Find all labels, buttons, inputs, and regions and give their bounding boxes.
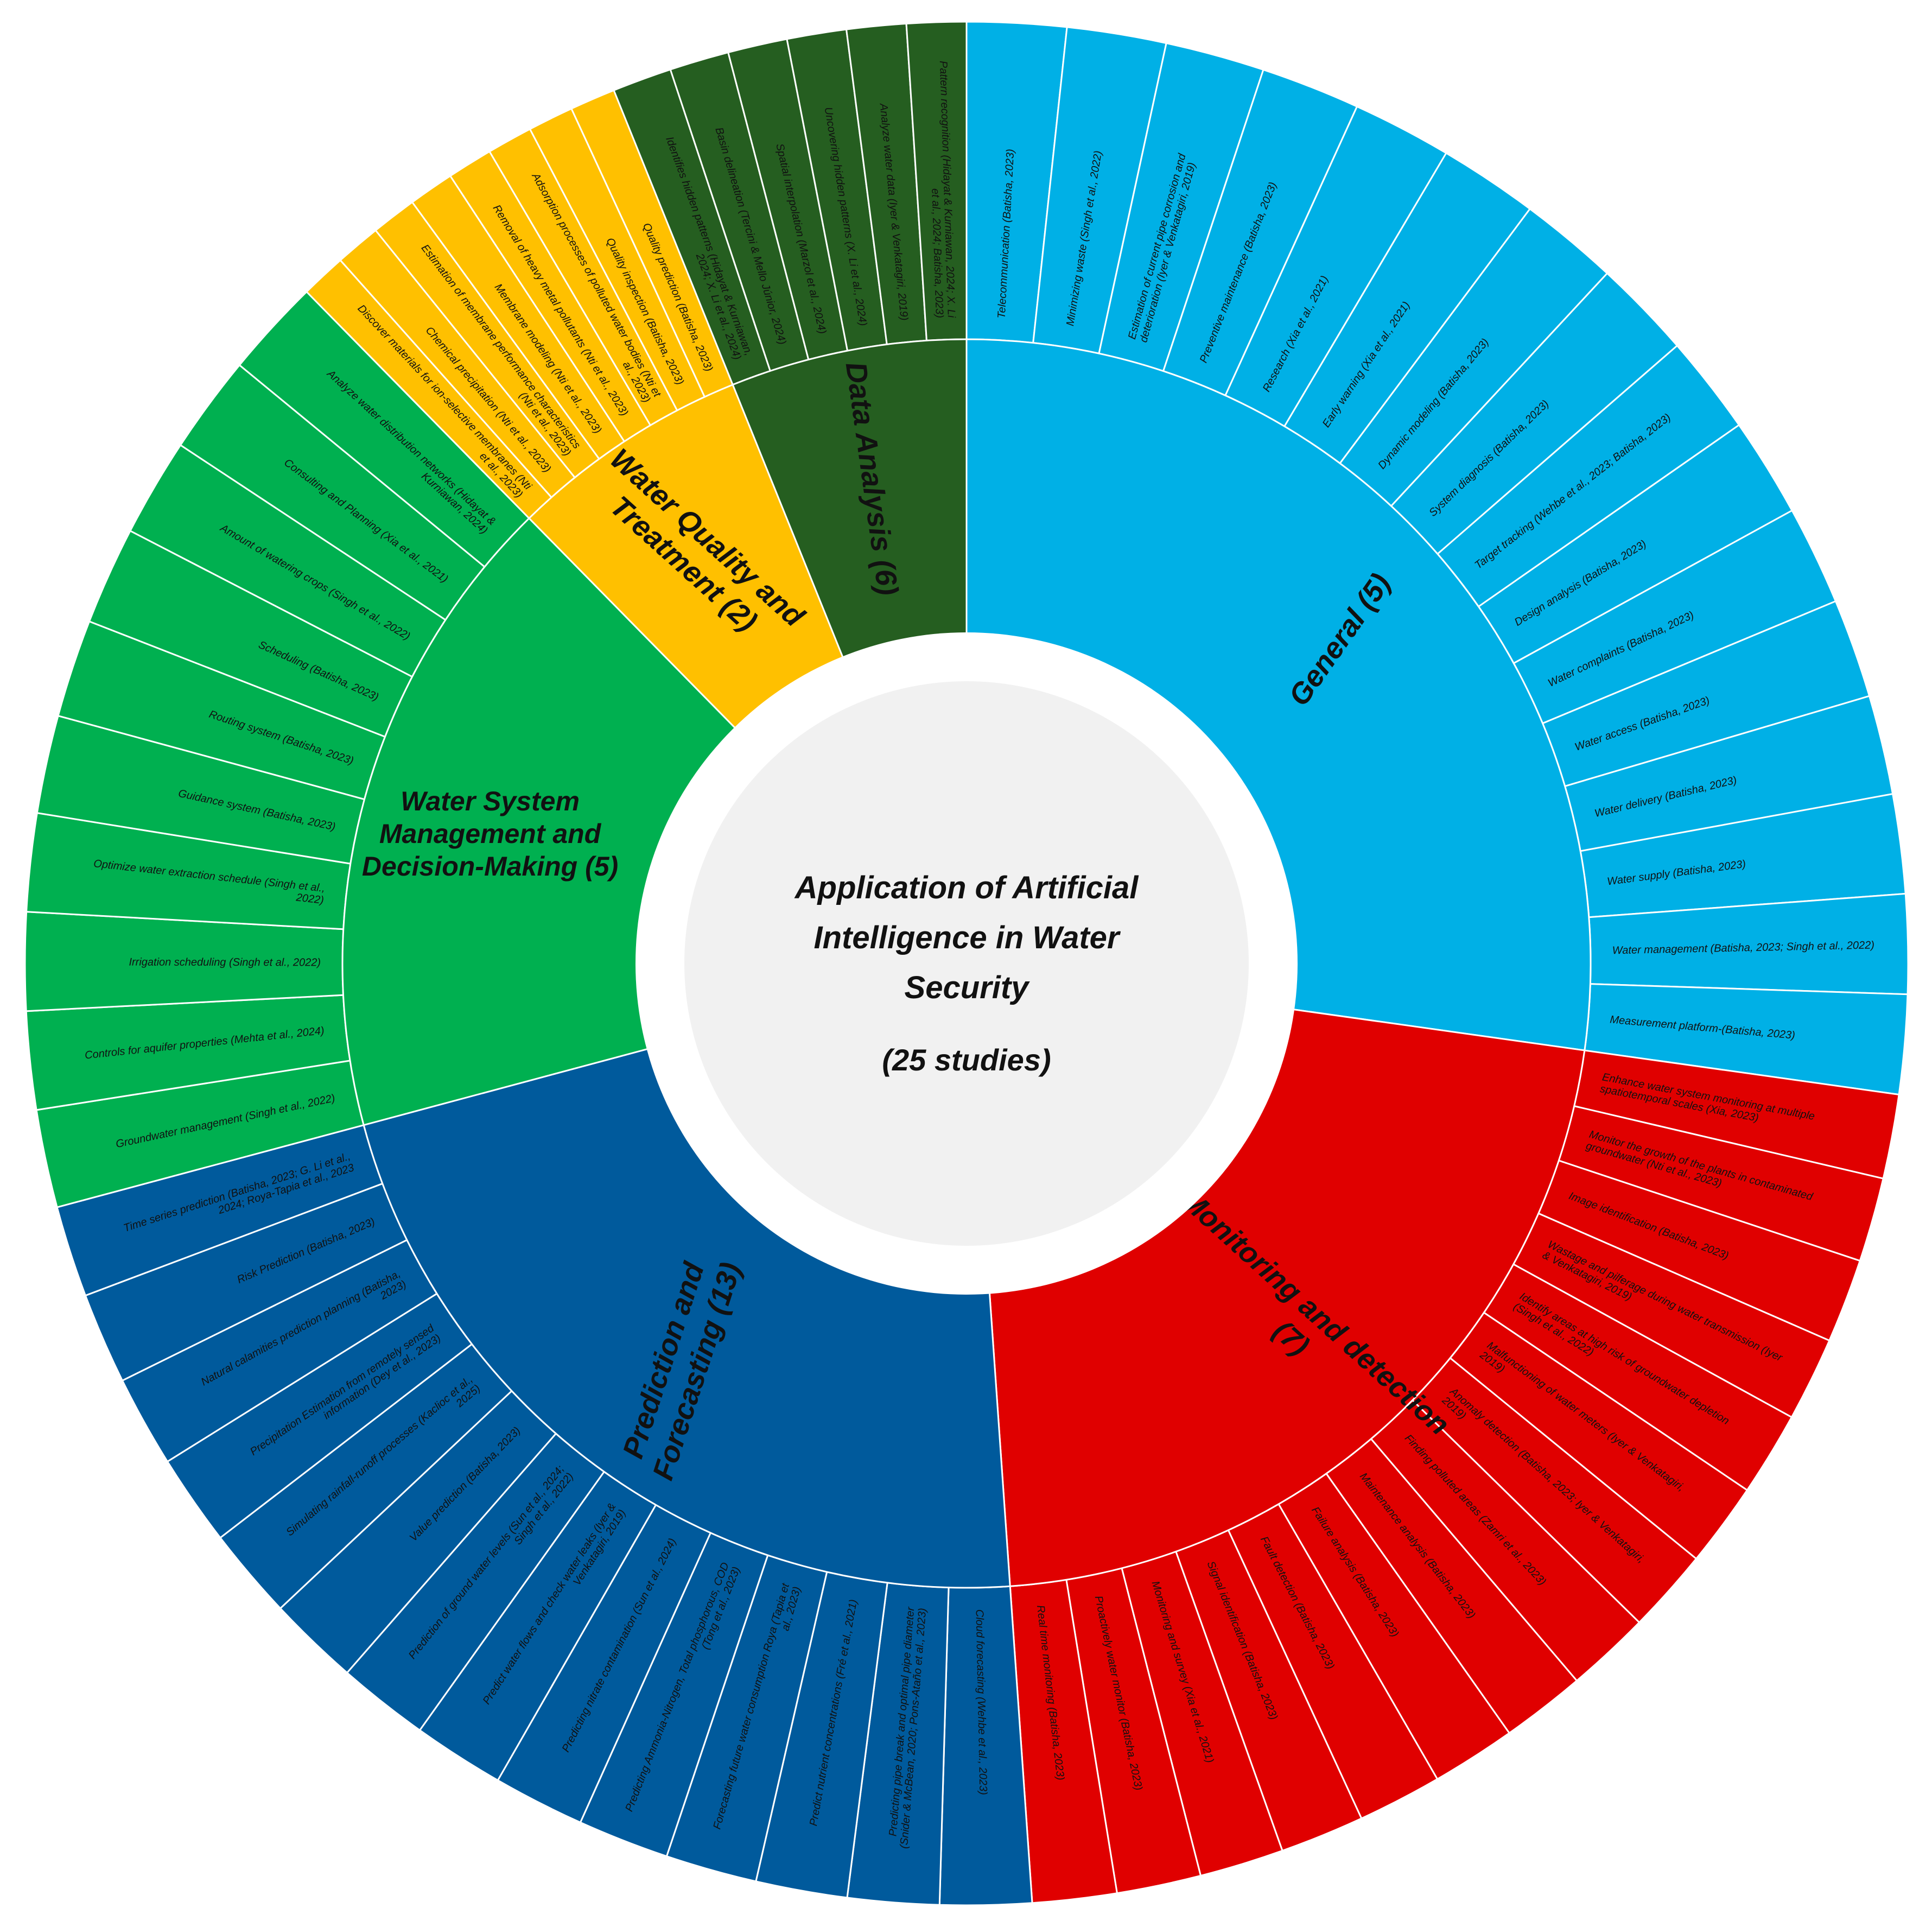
center-subtitle: (25 studies)	[882, 1043, 1051, 1077]
center-title-line: Security	[905, 970, 1031, 1005]
center-title-line: Application of Artificial	[794, 870, 1140, 905]
leaf-label: Pattern recognition (Hidayat & Kurniawan…	[925, 61, 957, 319]
leaf-label: Irrigation scheduling (Singh et al., 202…	[129, 956, 321, 969]
outer-ring: Telecommunication (Batisha, 2023)Minimiz…	[24, 21, 1909, 1906]
center-title-line: Intelligence in Water	[814, 920, 1121, 955]
center-disc	[684, 681, 1249, 1246]
